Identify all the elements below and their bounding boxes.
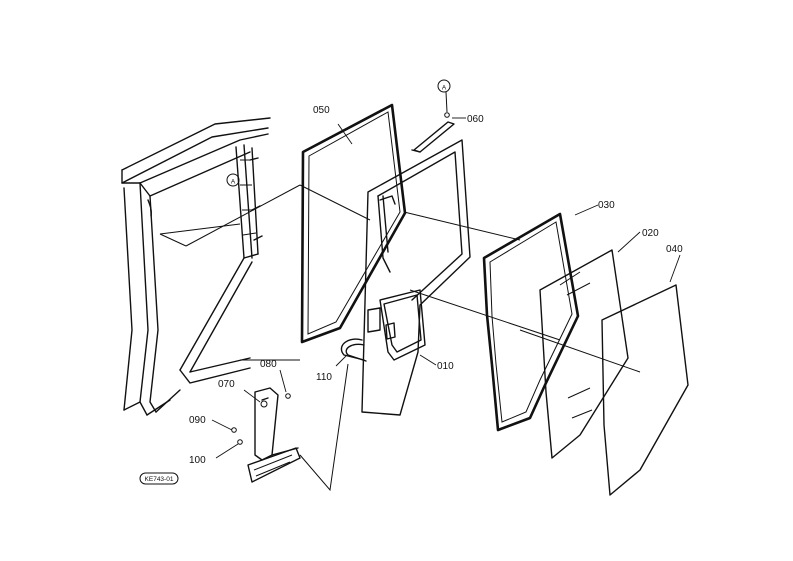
bracket-060 [411, 112, 455, 153]
callout-100: 100 [189, 455, 206, 466]
svg-text:A: A [231, 179, 236, 186]
callout-060: 060 [467, 114, 484, 125]
weatherstrip-050 [300, 103, 407, 344]
callout-050: 050 [313, 105, 330, 116]
glass-panel-020 [539, 249, 629, 459]
door-frame-010 [361, 139, 471, 416]
fastener-080 [285, 393, 291, 399]
fastener-090 [231, 427, 237, 433]
drawing-code-stamp: KE743-01 [139, 472, 179, 485]
svg-text:KE743-01: KE743-01 [145, 476, 174, 483]
leader-lines [185, 117, 681, 492]
svg-text:A: A [442, 85, 447, 92]
callout-090: 090 [189, 415, 206, 426]
hinge-bracket-070 [247, 387, 301, 483]
fastener-100 [237, 439, 243, 445]
callout-040: 040 [666, 244, 683, 255]
glass-panel-040 [601, 284, 689, 496]
callout-070: 070 [218, 379, 235, 390]
weatherstrip-030 [482, 212, 580, 432]
callout-020: 020 [642, 228, 659, 239]
callout-110: 110 [316, 372, 332, 383]
cab-frame [121, 117, 271, 416]
ref-marker-frame: A [226, 173, 240, 187]
callout-080: 080 [260, 359, 277, 370]
callout-labels: 050 060 030 020 040 010 110 080 070 090 … [189, 105, 683, 466]
ref-marker-top: A [437, 79, 451, 113]
callout-010: 010 [437, 361, 454, 372]
callout-030: 030 [598, 200, 615, 211]
handle-110 [340, 338, 367, 362]
